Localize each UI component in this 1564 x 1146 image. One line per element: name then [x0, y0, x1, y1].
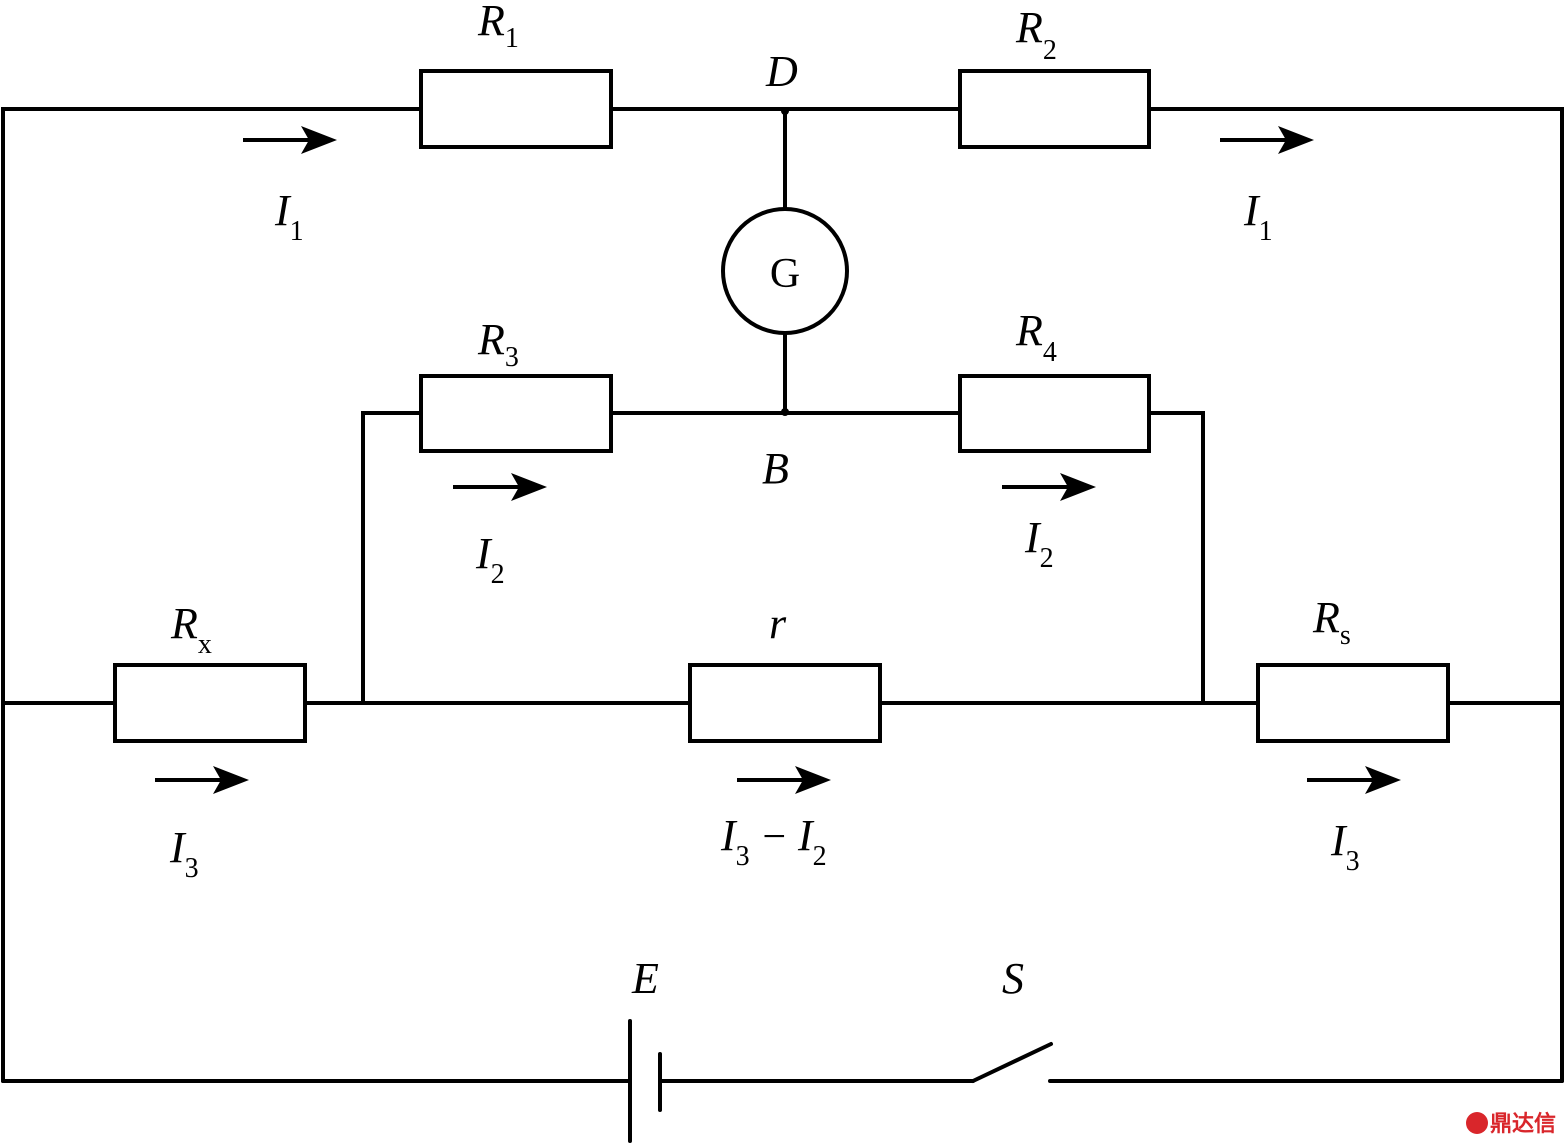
watermark-logo: 鼎达信 — [1466, 1111, 1556, 1137]
label-Rx: Rx — [170, 599, 212, 660]
galvanometer: G — [721, 207, 849, 335]
arrow-I3-right-head-icon — [1365, 766, 1401, 794]
battery-icon — [628, 1019, 662, 1143]
resistor-R1 — [419, 69, 613, 149]
label-B: B — [762, 444, 789, 493]
label-I2-left: I2 — [475, 529, 505, 590]
junction-B — [781, 408, 789, 416]
arrow-I3-left-head-icon — [213, 766, 249, 794]
current-arrows — [155, 126, 1401, 794]
switch-icon — [971, 1042, 1053, 1083]
arrow-I2-right-head-icon — [1060, 473, 1096, 501]
junction-D — [781, 107, 789, 115]
arrow-I1-left-head-icon — [301, 126, 337, 154]
label-I3-left: I3 — [169, 823, 199, 884]
label-R3: R3 — [477, 315, 519, 373]
arrow-I1-right-head-icon — [1278, 126, 1314, 154]
resistor-r — [688, 663, 882, 743]
galvanometer-label: G — [770, 251, 800, 297]
resistor-R3 — [419, 374, 613, 453]
svg-text:鼎达信: 鼎达信 — [1490, 1111, 1556, 1137]
arrow-I3-minus-I2-head-icon — [795, 766, 831, 794]
resistor-Rs — [1256, 663, 1450, 743]
label-D: D — [765, 47, 798, 96]
label-I3-minus-I2: I3−I2 — [720, 811, 827, 872]
label-E: E — [631, 954, 659, 1003]
resistor-R4 — [958, 374, 1151, 453]
arrow-I2-left-head-icon — [511, 473, 547, 501]
label-I2-right: I2 — [1024, 513, 1054, 574]
label-R4: R4 — [1015, 306, 1057, 368]
label-Rs: Rs — [1312, 593, 1351, 651]
label-r: r — [769, 599, 787, 648]
label-R1: R1 — [477, 0, 519, 54]
resistor-R2 — [958, 69, 1151, 149]
label-I3-right: I3 — [1330, 816, 1360, 877]
label-I1-right: I1 — [1243, 186, 1273, 247]
label-R2: R2 — [1015, 3, 1057, 66]
label-I1-left: I1 — [274, 186, 304, 247]
label-S: S — [1002, 954, 1024, 1003]
resistor-Rx — [113, 663, 307, 743]
